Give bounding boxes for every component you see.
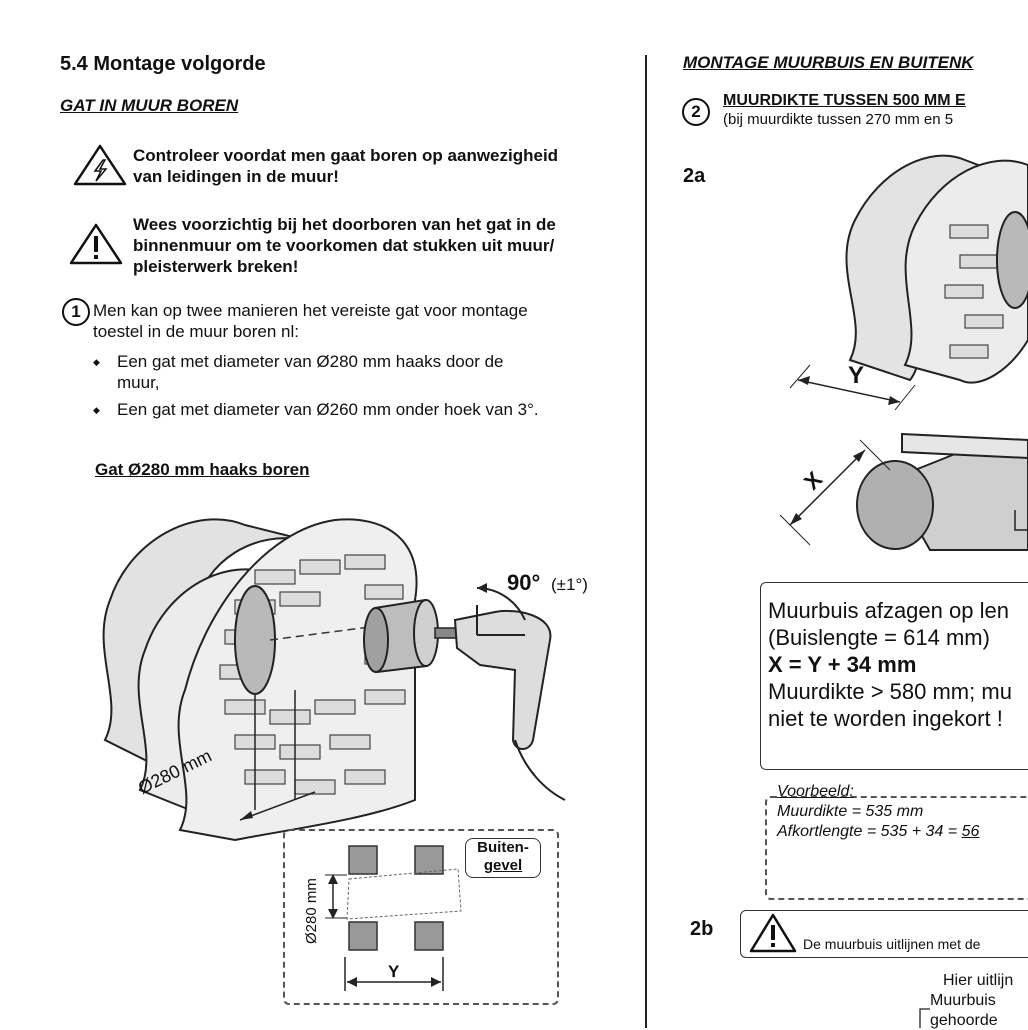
bullet-icon: ◆ bbox=[93, 357, 100, 367]
align-warning-text: De muurbuis uitlijnen met de bbox=[803, 936, 981, 952]
inset-diameter-label: Ø280 mm bbox=[303, 878, 320, 944]
right-heading: MONTAGE MUURBUIS EN BUITENK bbox=[683, 53, 974, 72]
belonging-label: gehoorde bbox=[930, 1012, 998, 1029]
caution-warning-icon bbox=[749, 913, 797, 953]
subheading-drill-hole: GAT IN MUUR BOREN bbox=[60, 96, 239, 115]
cut-instruction-box: Muurbuis afzagen op len (Buislengte = 61… bbox=[760, 582, 1028, 770]
outer-facade-badge: Buiten- gevel bbox=[465, 838, 541, 878]
electric-warning-icon bbox=[73, 144, 127, 186]
align-here-label: Hier uitlijn bbox=[943, 972, 1014, 989]
list-item: ◆ Een gat met diameter van Ø280 mm haaks… bbox=[93, 352, 504, 392]
warning-pipes: Controleer voordat men gaat boren op aan… bbox=[133, 146, 559, 186]
example-box bbox=[765, 796, 1028, 900]
inset-width-label: Y bbox=[388, 962, 400, 981]
facade-brick-diagram bbox=[325, 845, 462, 991]
label-y: Y bbox=[848, 362, 865, 389]
example-text: Voorbeeld: Muurdikte = 535 mm Afkortleng… bbox=[777, 783, 980, 840]
wall-drilling-illustration bbox=[102, 518, 566, 842]
column-divider bbox=[645, 55, 647, 1028]
angle-tolerance: (±1°) bbox=[551, 575, 588, 594]
pointer-line bbox=[919, 1008, 930, 1028]
step-2-marker: 2 bbox=[682, 98, 710, 126]
section-title: 5.4 Montage volgorde bbox=[60, 53, 266, 75]
step-2-subtitle: (bij muurdikte tussen 270 mm en 5 bbox=[723, 111, 954, 128]
label-2b: 2b bbox=[690, 918, 714, 940]
angle-label: 90° bbox=[507, 570, 541, 595]
wall-thickness-illustration bbox=[779, 154, 1028, 551]
outer-facade-inset bbox=[283, 829, 559, 1005]
bullet-icon: ◆ bbox=[93, 405, 100, 415]
bullet-list: ◆ Een gat met diameter van Ø280 mm haaks… bbox=[93, 351, 633, 420]
step-2-title: MUURDIKTE TUSSEN 500 MM E bbox=[723, 92, 966, 109]
caution-warning-icon bbox=[69, 223, 123, 265]
diagram-heading: Gat Ø280 mm haaks boren bbox=[95, 460, 310, 479]
warning-careful-drilling: Wees voorzichtig bij het doorboren van h… bbox=[133, 215, 556, 276]
label-2a: 2a bbox=[683, 165, 706, 187]
step-1-marker: 1 bbox=[62, 298, 90, 326]
step-1-text: Men kan op twee manieren het vereiste ga… bbox=[93, 301, 528, 341]
wall-tube-label: Muurbuis bbox=[930, 992, 996, 1009]
list-item: ◆ Een gat met diameter van Ø260 mm onder… bbox=[93, 400, 539, 419]
